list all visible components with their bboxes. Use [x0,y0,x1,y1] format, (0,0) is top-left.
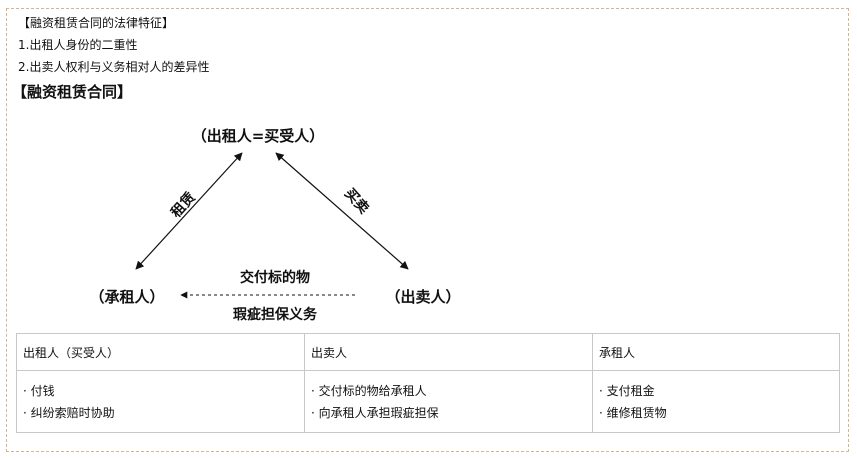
list-item: · 向承租人承担瑕疵担保 [311,405,439,420]
list-item: · 支付租金 [599,383,655,398]
delivery-label: 交付标的物 [240,269,310,286]
cell-lessor-buyer: · 付钱 · 纠纷索赔时协助 [16,370,305,433]
node-lessor-buyer: （出租人=买受人） [192,127,325,145]
list-item: · 维修租赁物 [599,405,667,420]
intro-title: 【融资租赁合同的法律特征】 [18,16,175,30]
relationship-diagram: （出租人=买受人） （承租人） （出卖人） 租赁 买卖 交付标的物 瑕疵担保义务 [89,127,460,323]
content-frame [6,8,849,452]
list-item: · 纠纷索赔时协助 [23,405,115,420]
header-lessee: 承租人 [592,332,840,372]
cell-seller: · 交付标的物给承租人 · 向承租人承担瑕疵担保 [304,370,593,433]
node-lessee: （承租人） [89,288,164,306]
sale-edge-label: 买卖 [341,185,372,217]
header-lessor-buyer: 出租人（买受人） [16,332,305,372]
list-item: · 付钱 [23,383,55,398]
node-seller: （出卖人） [385,288,460,306]
section-heading: 【融资租赁合同】 [12,83,133,101]
header-seller: 出卖人 [304,332,593,372]
table-row: · 付钱 · 纠纷索赔时协助 · 交付标的物给承租人 · 向承租人承担瑕疵担保 … [16,370,840,433]
list-item: · 交付标的物给承租人 [311,383,427,398]
intro-point-1: 1.出租人身份的二重性 [18,38,138,52]
lease-edge [135,152,243,270]
obligations-table: 出租人（买受人） 出卖人 承租人 · 付钱 · 纠纷索赔时协助 · 交付标的物给… [16,332,840,433]
warranty-label: 瑕疵担保义务 [233,306,318,323]
table-header-row: 出租人（买受人） 出卖人 承租人 [16,332,840,372]
intro-point-2: 2.出卖人权利与义务相对人的差异性 [18,60,210,74]
sale-edge [275,152,409,270]
lease-edge-label: 租赁 [167,189,198,221]
cell-lessee: · 支付租金 · 维修租赁物 [592,370,840,433]
